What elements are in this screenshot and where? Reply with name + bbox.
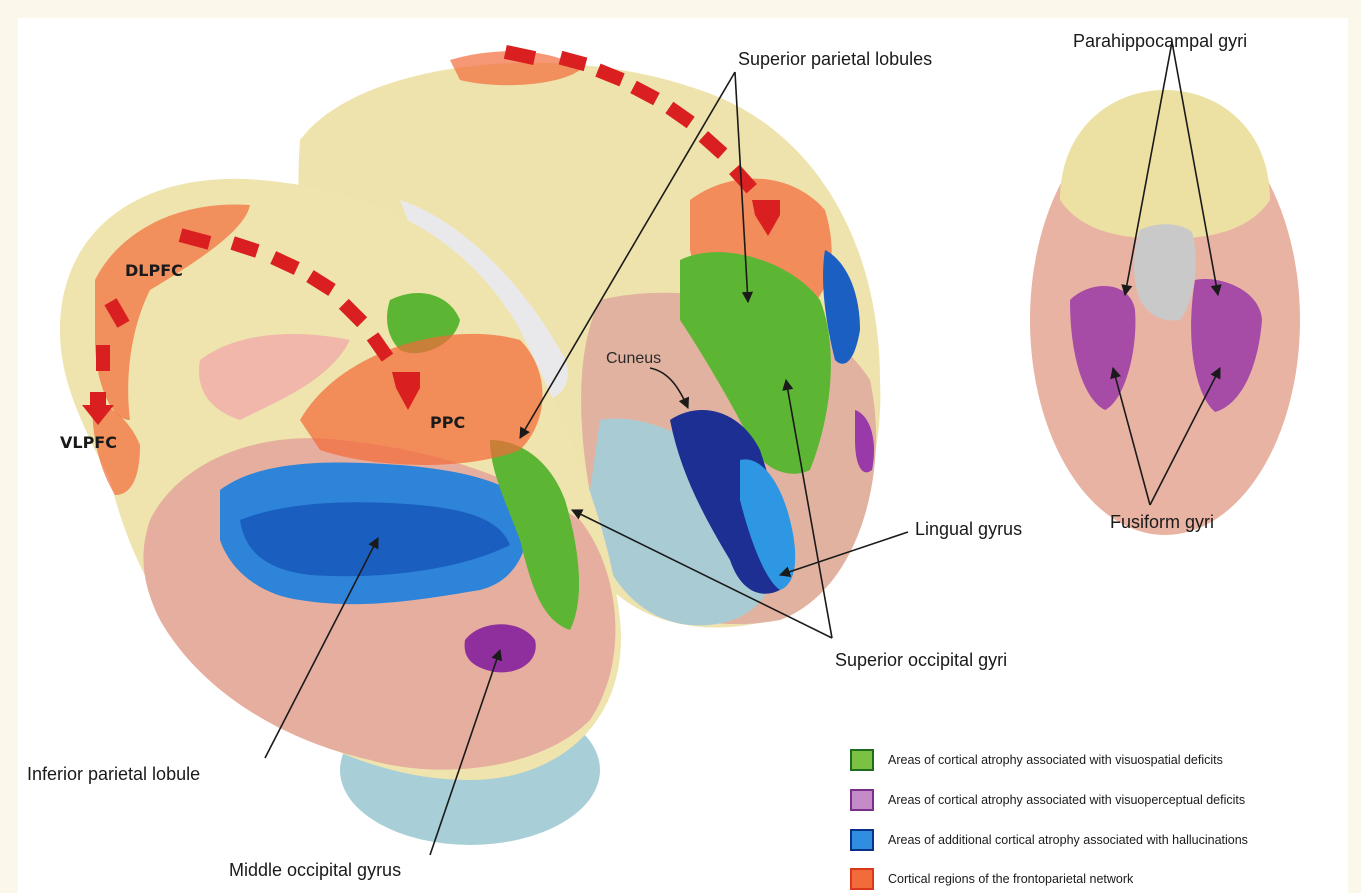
label-fusiform-gyri: Fusiform gyri xyxy=(1110,512,1214,533)
label-superior-occipital-gyri: Superior occipital gyri xyxy=(835,650,1007,671)
label-cuneus: Cuneus xyxy=(606,350,661,368)
label-inferior-parietal-lobule: Inferior parietal lobule xyxy=(27,764,200,785)
legend-item-visuospatial: Areas of cortical atrophy associated wit… xyxy=(850,747,1223,773)
label-parahippocampal-gyri: Parahippocampal gyri xyxy=(1073,31,1247,52)
label-lingual-gyrus: Lingual gyrus xyxy=(915,519,1022,540)
label-vlpfc: VLPFC xyxy=(60,433,117,452)
legend-item-frontoparietal: Cortical regions of the frontoparietal n… xyxy=(850,866,1133,892)
label-dlpfc: DLPFC xyxy=(125,261,183,280)
legend-swatch-green xyxy=(850,749,874,771)
frontal-lobe-yellow xyxy=(1060,90,1270,238)
legend-text: Cortical regions of the frontoparietal n… xyxy=(888,872,1133,886)
left-brain-lateral-view xyxy=(60,51,880,845)
legend-swatch-orange xyxy=(850,868,874,890)
legend-item-hallucinations: Areas of additional cortical atrophy ass… xyxy=(850,827,1248,853)
label-middle-occipital-gyrus: Middle occipital gyrus xyxy=(229,860,401,881)
legend-text: Areas of cortical atrophy associated wit… xyxy=(888,793,1245,807)
label-superior-parietal-lobules: Superior parietal lobules xyxy=(738,49,932,70)
legend-swatch-purple xyxy=(850,789,874,811)
label-ppc: PPC xyxy=(430,413,465,432)
legend-text: Areas of additional cortical atrophy ass… xyxy=(888,833,1248,847)
right-brain-inferior-view xyxy=(1030,90,1300,535)
legend-text: Areas of cortical atrophy associated wit… xyxy=(888,753,1223,767)
legend-item-visuoperceptual: Areas of cortical atrophy associated wit… xyxy=(850,787,1245,813)
legend-swatch-blue xyxy=(850,829,874,851)
